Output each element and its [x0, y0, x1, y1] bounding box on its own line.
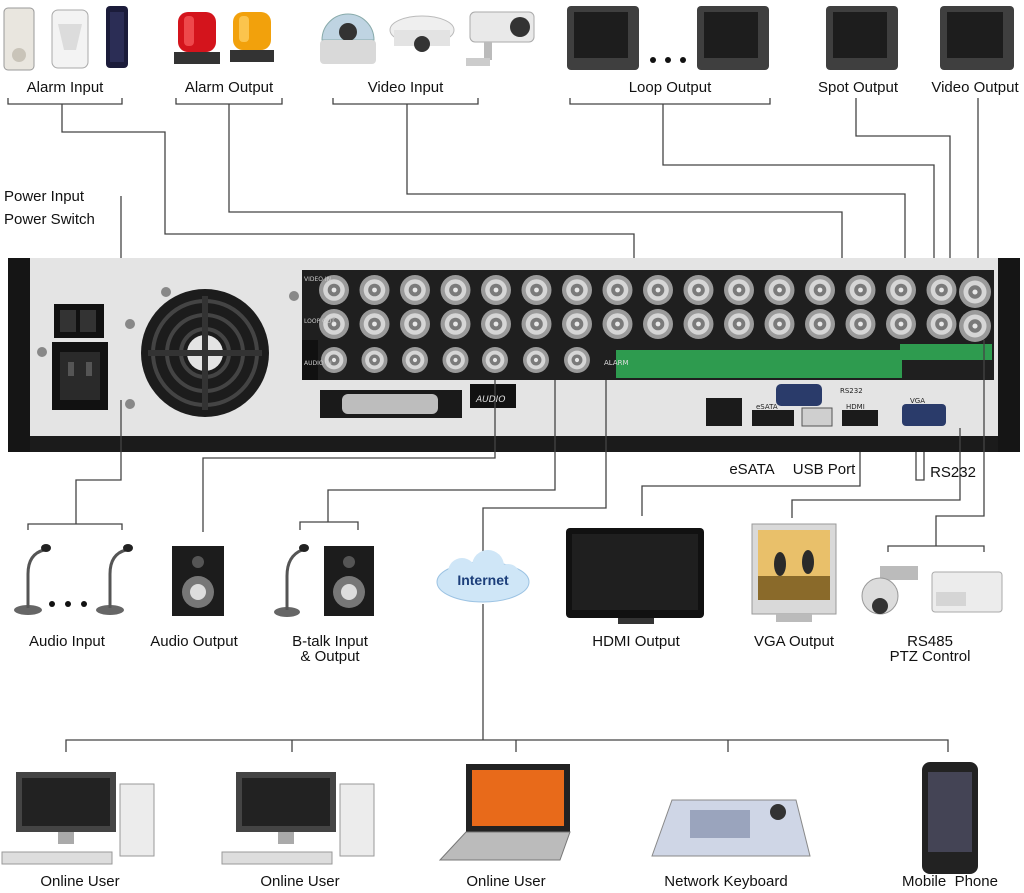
vga-panel-label: VGA	[910, 397, 926, 405]
mobile-phone-label: Mobile Phone	[902, 873, 998, 890]
online-user-2-label: Online User	[260, 873, 340, 890]
power-input-label: Power Input	[4, 188, 85, 205]
spot-output-label: Spot Output	[817, 79, 899, 96]
desktop-computer-icon	[1, 772, 375, 865]
loop-out-panel-label: LOOP OUT	[304, 318, 335, 325]
bnc-connector	[562, 275, 592, 305]
bnc-connector	[845, 309, 876, 339]
bnc-connector	[602, 275, 633, 305]
vga-monitor-icon	[751, 523, 837, 622]
video-in-panel-label: VIDEO IN	[304, 276, 332, 283]
online-user-3-label: Online User	[466, 873, 546, 890]
bnc-connector	[440, 275, 471, 305]
alarm-output-label: Alarm Output	[184, 79, 274, 96]
btalk-label-line2: & Output	[300, 648, 360, 665]
bnc-connector	[643, 309, 673, 339]
bnc-connector	[361, 347, 388, 373]
bnc-connector	[683, 309, 714, 339]
bnc-connector	[724, 309, 754, 339]
audio-in-panel-label: AUDIO IN	[304, 360, 332, 367]
bnc-connector	[683, 275, 714, 305]
microphone-icon	[14, 544, 309, 617]
rs485-label-line1: RS485	[907, 633, 953, 650]
bnc-connector	[400, 309, 430, 339]
bnc-connector	[482, 347, 508, 373]
bnc-connector	[886, 275, 916, 305]
usb-port-label: USB Port	[792, 461, 856, 478]
bnc-connector	[926, 275, 957, 305]
power-switch-label: Power Switch	[4, 211, 95, 228]
mobile-phone-icon	[922, 762, 978, 874]
video-input-label: Video Input	[367, 79, 444, 96]
rs485-label-line2: PTZ Control	[889, 648, 971, 665]
bnc-connector	[400, 275, 430, 305]
bnc-connector	[521, 275, 552, 305]
hdmi-tv-icon	[566, 528, 704, 624]
btalk-label-line1: B-talk Input	[292, 633, 368, 650]
top-label-brackets	[7, 98, 771, 105]
esata-panel-label: eSATA	[756, 403, 778, 411]
dvr-back-panel	[8, 258, 1020, 452]
bnc-connector	[481, 275, 511, 305]
bnc-connector	[481, 309, 511, 339]
network-keyboard-label: Network Keyboard	[664, 873, 788, 890]
vga-output-label: VGA Output	[753, 633, 835, 650]
bnc-connector	[319, 309, 349, 339]
bnc-connector	[959, 276, 991, 308]
bnc-connector	[845, 275, 876, 305]
bnc-connector	[805, 275, 835, 305]
bnc-connector	[523, 347, 549, 373]
spot-output-monitor-icon	[826, 6, 898, 70]
hdmi-output-label: HDMI Output	[592, 633, 680, 650]
bnc-connector	[724, 275, 754, 305]
alarm-output-lights-icon	[174, 12, 274, 64]
alarm-input-sensors-icon	[3, 6, 128, 71]
bottom-connection-lines	[27, 340, 985, 752]
bnc-connector	[643, 275, 673, 305]
audio-input-label: Audio Input	[29, 633, 105, 650]
alarm-panel-label: ALARM	[604, 359, 629, 367]
alarm-input-label: Alarm Input	[26, 79, 104, 96]
laptop-icon	[438, 764, 571, 861]
bnc-connector	[521, 309, 552, 339]
bnc-connector	[562, 309, 592, 339]
bnc-connectors	[319, 275, 991, 373]
video-input-cameras-icon	[320, 11, 535, 66]
bnc-connector	[959, 310, 991, 342]
audio-output-label: Audio Output	[150, 633, 238, 650]
bnc-connector	[440, 309, 471, 339]
audio-panel-label: AUDIO	[476, 395, 506, 405]
video-output-monitor-icon	[940, 6, 1014, 70]
bnc-connector	[926, 309, 957, 339]
bnc-connector	[764, 309, 795, 339]
network-keyboard-icon	[651, 799, 811, 857]
bnc-connector	[321, 347, 347, 373]
video-output-label: Video Output	[931, 79, 1019, 96]
rs232-port-label: RS232	[930, 464, 976, 481]
speaker-icon	[172, 546, 374, 616]
bnc-connector	[805, 309, 835, 339]
bnc-connector	[564, 347, 590, 373]
ptz-camera-icon	[861, 566, 1003, 615]
loop-output-label: Loop Output	[628, 79, 712, 96]
bnc-connector	[359, 309, 390, 339]
bnc-connector	[442, 347, 469, 373]
bnc-connector	[764, 275, 795, 305]
bnc-connector	[402, 347, 428, 373]
rs232-panel-label: RS232	[840, 387, 863, 395]
internet-label: Internet	[457, 572, 509, 588]
online-user-1-label: Online User	[40, 873, 120, 890]
loop-output-monitor-icon	[567, 6, 769, 70]
esata-port-label: eSATA	[729, 461, 775, 478]
bnc-connector	[602, 309, 633, 339]
bnc-connector	[886, 309, 916, 339]
internet-cloud-icon	[436, 550, 530, 603]
hdmi-panel-label: HDMI	[846, 403, 865, 411]
bnc-connector	[319, 275, 349, 305]
bnc-connector	[359, 275, 390, 305]
